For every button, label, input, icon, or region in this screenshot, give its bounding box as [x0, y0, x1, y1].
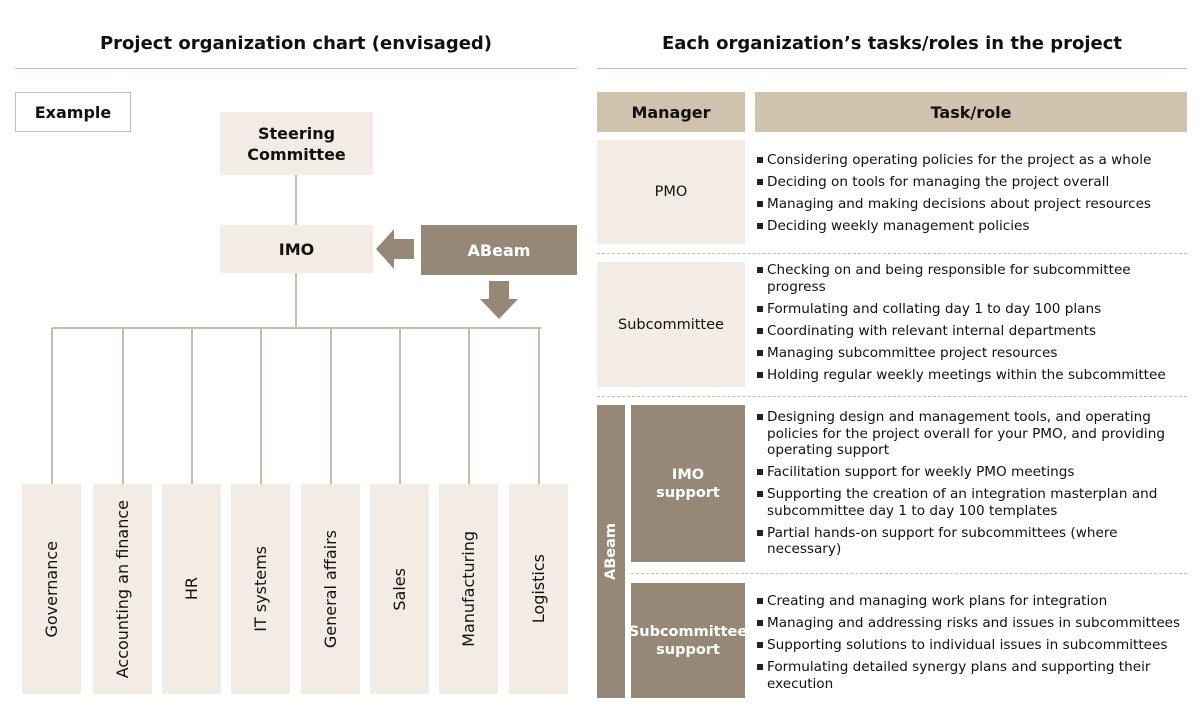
subcommittee-support-tasks: Creating and managing work plans for int… [757, 593, 1193, 698]
tasks-title: Each organization’s tasks/roles in the p… [661, 33, 1123, 54]
task-item: Considering operating policies for the p… [757, 152, 1193, 169]
subcommittee-name: Logistics [528, 554, 548, 624]
steering-committee-box: Steering Committee [220, 112, 373, 175]
connector [330, 328, 332, 484]
task-item: Partial hands-on support for subcommitte… [757, 525, 1193, 558]
divider [597, 68, 1187, 69]
task-item: Coordinating with relevant internal depa… [757, 323, 1193, 340]
imo-support-label: IMO support [631, 405, 745, 562]
task-item: Holding regular weekly meetings within t… [757, 367, 1193, 384]
task-item: Designing design and management tools, a… [757, 409, 1193, 459]
task-item: Formulating and collating day 1 to day 1… [757, 301, 1193, 318]
task-item: Supporting the creation of an integratio… [757, 486, 1193, 519]
arrow-left-icon [376, 229, 414, 269]
dashed-divider [597, 396, 1187, 397]
task-item: Managing and making decisions about proj… [757, 196, 1193, 213]
example-label: Example [15, 92, 131, 132]
subcommittee-name: Sales [389, 567, 409, 611]
connector [122, 328, 124, 484]
subcommittee-box: Logistics [509, 484, 568, 694]
subcommittee-box: Sales [370, 484, 429, 694]
subcommittee-name: Manufacturing [458, 531, 478, 647]
divider [15, 68, 577, 69]
subcommittee-box: Accounting an finance [93, 484, 152, 694]
subcommittee-tasks: Checking on and being responsible for su… [757, 262, 1193, 389]
pmo-label: PMO [597, 140, 745, 244]
task-item: Deciding weekly management policies [757, 218, 1193, 235]
imo-box: IMO [220, 225, 373, 273]
subcommittee-box: General affairs [301, 484, 360, 694]
subcommittee-name: General affairs [320, 529, 340, 649]
task-item: Managing and addressing risks and issues… [757, 615, 1193, 632]
connector [468, 328, 470, 484]
connector [51, 328, 53, 484]
org-chart-title: Project organization chart (envisaged) [99, 33, 493, 54]
subcommittee-box: HR [162, 484, 221, 694]
connector [52, 327, 541, 329]
task-item: Deciding on tools for managing the proje… [757, 174, 1193, 191]
subcommittee-box: Governance [22, 484, 81, 694]
subcommittee-name: Governance [41, 540, 61, 638]
task-item: Checking on and being responsible for su… [757, 262, 1193, 295]
connector [191, 328, 193, 484]
subcommittee-name: Accounting an finance [112, 499, 132, 679]
connector [538, 328, 540, 484]
connector [295, 273, 297, 329]
arrow-down-icon [480, 281, 518, 319]
task-item: Managing subcommittee project resources [757, 345, 1193, 362]
dashed-divider [631, 573, 1187, 574]
task-item: Facilitation support for weekly PMO meet… [757, 464, 1193, 481]
task-item: Supporting solutions to individual issue… [757, 637, 1193, 654]
header-manager: Manager [597, 92, 745, 132]
header-task-role: Task/role [755, 92, 1187, 132]
subcommittee-label: Subcommittee [597, 262, 745, 387]
subcommittee-box: IT systems [231, 484, 290, 694]
connector [399, 328, 401, 484]
connector [260, 328, 262, 484]
dashed-divider [597, 253, 1187, 254]
imo-support-tasks: Designing design and management tools, a… [757, 409, 1193, 563]
subcommittee-name: HR [181, 577, 201, 601]
abeam-text: ABeam [603, 522, 619, 580]
subcommittee-box: Manufacturing [439, 484, 498, 694]
abeam-box: ABeam [421, 225, 577, 275]
subcommittee-support-label: Subcommittee support [629, 583, 747, 698]
task-item: Formulating detailed synergy plans and s… [757, 659, 1193, 692]
pmo-tasks: Considering operating policies for the p… [757, 152, 1193, 240]
connector [295, 175, 297, 225]
abeam-label: ABeam [597, 405, 625, 698]
task-item: Creating and managing work plans for int… [757, 593, 1193, 610]
subcommittee-name: IT systems [250, 546, 270, 632]
